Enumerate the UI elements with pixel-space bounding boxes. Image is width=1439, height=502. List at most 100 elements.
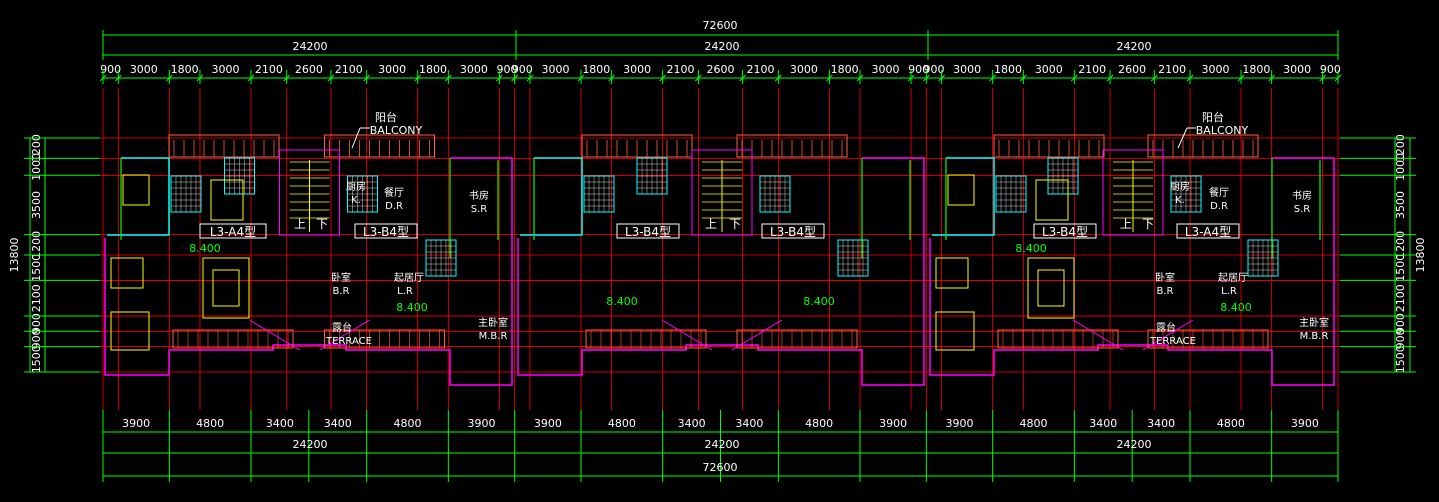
- top-dimension-label: 2100: [255, 63, 283, 76]
- wardrobe: [935, 257, 969, 289]
- coffee-table: [212, 269, 240, 307]
- bottom-unit-total-3: 24200: [1117, 438, 1152, 451]
- top-dimension-label: 900: [923, 63, 944, 76]
- side-dimension-label: 2100: [30, 284, 43, 312]
- terrace-edge: [1072, 319, 1124, 351]
- top-dimension-slash: [247, 74, 255, 82]
- top-dimension-label: 3000: [1202, 63, 1230, 76]
- bottom-dimension-label: 3400: [1089, 417, 1117, 430]
- dining-cn: 餐厅: [384, 186, 404, 199]
- terrace-edge: [1142, 319, 1194, 351]
- top-dimension-label: 3000: [541, 63, 569, 76]
- level-4: 8.400: [803, 295, 835, 308]
- bottom-dimension-label: 3400: [266, 417, 294, 430]
- level-2: 8.400: [396, 301, 428, 314]
- exterior-wall: [104, 157, 513, 386]
- top-dimension-slash: [739, 74, 746, 82]
- top-dimension-label: 3000: [790, 63, 818, 76]
- stair-up-1: 上: [294, 217, 306, 231]
- bed-furniture: [122, 174, 150, 206]
- top-dimension-slash: [414, 74, 422, 82]
- top-dimension-label: 2100: [335, 63, 363, 76]
- side-dimension-label-right: 2100: [1394, 284, 1407, 312]
- room-labels-right-unit: 厨房 K. 餐厅 D.R 书房 S.R 卧室 B.R 起居厅 L.R 主卧室 M…: [1155, 180, 1329, 342]
- terrace-label-left: 露台 TERRACE: [325, 321, 372, 347]
- top-dimension-label: 2600: [295, 63, 323, 76]
- top-segment-dimensions: 900 3000 1800 3000 2100 2600 2100 3000 1800 3000 9…: [99, 30, 1342, 84]
- level-3: 8.400: [606, 295, 638, 308]
- stair-core: [279, 149, 340, 236]
- bottom-unit-total-1: 24200: [293, 438, 328, 451]
- side-dimension-label: 900: [30, 328, 43, 349]
- top-dimension-slash: [608, 74, 615, 82]
- top-overall-value: 72600: [703, 19, 738, 32]
- living-en-r: L.R: [1221, 286, 1237, 297]
- top-dimension-slash: [774, 74, 782, 82]
- bottom-overall-value: 72600: [703, 461, 738, 474]
- unit-type-tags: L3-A4型 L3-B4型 L3-B4型 L3-B4型 L3-B4型 L3-A4…: [199, 223, 1240, 239]
- bottom-dimension-label: 4800: [1217, 417, 1245, 430]
- unit-tag-2: L3-B4型: [363, 225, 409, 239]
- side-dimension-label-right: 1500: [1394, 254, 1407, 282]
- terrace-label-right: 露台 TERRACE: [1149, 321, 1196, 347]
- unit-tag-6: L3-A4型: [1185, 225, 1231, 239]
- terrace-railing: [736, 329, 858, 349]
- bottom-dimension-label: 4800: [393, 417, 421, 430]
- unit-plan-1: [104, 134, 513, 386]
- terrace-cn-right: 露台: [1156, 321, 1176, 334]
- top-dimension-slash: [577, 74, 585, 82]
- study-cn-r: 书房: [1292, 189, 1312, 202]
- top-dimension-label: 2100: [1078, 63, 1106, 76]
- stair-core: [691, 149, 753, 236]
- kitchen-en-r: K.: [1175, 195, 1185, 206]
- kitchen-en: K.: [351, 195, 361, 206]
- bottom-dimension-label: 4800: [1020, 417, 1048, 430]
- top-dimension-slash: [1019, 74, 1027, 82]
- stair-up-2: 上: [705, 217, 717, 231]
- dining-table: [1035, 179, 1069, 221]
- bottom-dimension-label: 4800: [196, 417, 224, 430]
- top-dimension-label: 900: [512, 63, 533, 76]
- interior-wall: [932, 157, 995, 236]
- stair-labels: 上 下 上 下 上 下: [294, 217, 1154, 231]
- room-labels-left-unit: 厨房 K. 餐厅 D.R 书房 S.R 卧室 B.R 起居厅 L.R 主卧室 M…: [331, 180, 508, 342]
- top-dimension-slash: [1186, 74, 1194, 82]
- terrace-cn-left: 露台: [332, 321, 352, 334]
- bottom-unit-total-2: 24200: [705, 438, 740, 451]
- top-unit-total-1: 24200: [293, 40, 328, 53]
- top-dimension-slash: [659, 74, 667, 82]
- side-dimension-label: 3500: [30, 191, 43, 219]
- side-dimension-label-right: 1200: [1394, 134, 1407, 162]
- bedroom-en-r: B.R: [1157, 286, 1174, 297]
- dining-table: [210, 179, 244, 221]
- terrace-en-left: TERRACE: [325, 336, 372, 347]
- side-dimension-label-right: 3500: [1394, 191, 1407, 219]
- unit-tag-4: L3-B4型: [770, 225, 816, 239]
- window-lines: [945, 158, 1321, 258]
- top-dimension-label: 3000: [460, 63, 488, 76]
- top-dimension-label: 3000: [211, 63, 239, 76]
- unit-tag-3: L3-B4型: [625, 225, 671, 239]
- study-cn: 书房: [469, 189, 489, 202]
- study-en: S.R: [471, 204, 488, 215]
- unit-tag-5: L3-B4型: [1042, 225, 1088, 239]
- terrace-railing: [172, 329, 294, 349]
- bottom-dimension-label: 3400: [678, 417, 706, 430]
- top-dimension-label: 1800: [171, 63, 199, 76]
- top-dimension-slash: [327, 74, 335, 82]
- bottom-dimension-label: 3900: [879, 417, 907, 430]
- window-lines: [120, 158, 499, 258]
- top-dimension-slash: [363, 74, 371, 82]
- top-dimension-slash: [526, 74, 534, 82]
- living-en: L.R: [397, 286, 413, 297]
- unit-tag-1: L3-A4型: [210, 225, 256, 239]
- top-dimension-slash: [1070, 74, 1078, 82]
- living-cn: 起居厅: [394, 272, 424, 284]
- top-dimension-slash: [938, 74, 945, 82]
- top-dimension-slash: [1150, 74, 1158, 82]
- top-dimension-label: 1800: [582, 63, 610, 76]
- top-dimension-slash: [695, 74, 702, 82]
- left-side-total: 13800: [8, 238, 21, 273]
- side-dimension-label: 1000: [30, 153, 43, 181]
